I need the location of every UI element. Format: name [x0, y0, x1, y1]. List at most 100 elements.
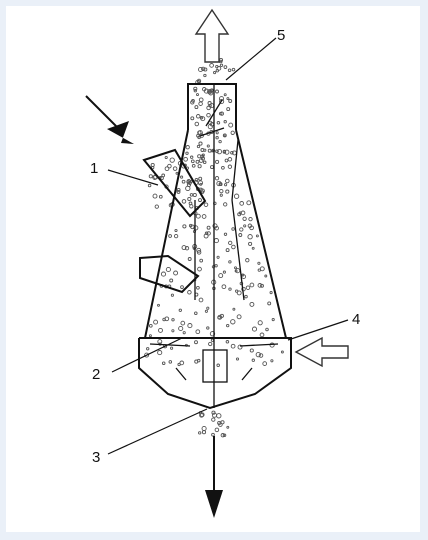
particle	[260, 283, 264, 288]
particle	[193, 86, 198, 91]
particle	[197, 154, 202, 159]
particle	[200, 154, 205, 159]
particle	[180, 175, 184, 179]
particle	[231, 67, 236, 72]
particle	[164, 316, 170, 322]
particle	[206, 326, 210, 330]
particle	[245, 258, 250, 263]
particle	[206, 225, 211, 230]
particle	[223, 202, 228, 207]
particle	[170, 346, 174, 350]
arrow-down-filled-icon	[205, 436, 223, 518]
particle	[207, 101, 212, 106]
particle	[203, 202, 209, 207]
particle	[174, 228, 178, 233]
particle	[216, 363, 220, 368]
particle	[233, 193, 240, 199]
particle	[210, 338, 215, 342]
particle	[257, 268, 261, 272]
particle	[216, 180, 222, 187]
particle	[178, 325, 184, 332]
particle	[144, 352, 150, 358]
particle	[188, 223, 193, 228]
particle	[196, 250, 202, 255]
particle	[211, 417, 216, 422]
particle	[228, 99, 233, 103]
particle	[255, 234, 259, 238]
particle	[249, 301, 255, 307]
particle	[176, 189, 181, 194]
particle	[180, 320, 186, 326]
apparatus-outline	[138, 83, 292, 410]
particle	[170, 293, 174, 297]
particle	[235, 268, 241, 274]
particle	[225, 178, 230, 184]
particle	[221, 284, 227, 290]
particle	[197, 180, 204, 186]
particle	[194, 311, 198, 315]
particle	[158, 327, 163, 333]
particle	[199, 412, 204, 418]
particle	[165, 266, 171, 273]
particle	[198, 133, 204, 139]
center-housing	[202, 349, 228, 383]
internal-structure	[149, 84, 280, 408]
particle	[230, 343, 236, 349]
particle	[228, 287, 232, 291]
particle	[184, 246, 190, 251]
particle	[257, 283, 263, 288]
particle	[185, 151, 189, 155]
particle	[230, 319, 236, 325]
particle	[189, 193, 194, 197]
particle	[237, 344, 243, 350]
particle	[187, 180, 192, 185]
particle	[219, 98, 225, 105]
particle	[219, 63, 224, 67]
particle	[190, 116, 195, 121]
particle	[190, 155, 194, 159]
callout-2: 2	[92, 366, 100, 383]
particle	[247, 223, 253, 229]
particle	[230, 150, 234, 155]
particle	[247, 234, 253, 240]
particle	[195, 329, 201, 335]
particle	[182, 224, 187, 229]
particle	[200, 190, 205, 194]
particle	[251, 246, 255, 250]
particle	[187, 323, 193, 329]
particle	[257, 261, 261, 265]
particle	[198, 141, 203, 146]
particle	[214, 264, 218, 268]
particle	[198, 176, 203, 181]
particle	[209, 331, 216, 337]
particle	[168, 360, 173, 364]
particle	[198, 101, 203, 106]
particle	[190, 100, 195, 105]
particle	[196, 78, 202, 84]
particle	[196, 144, 201, 149]
particle	[194, 359, 199, 364]
particle	[222, 270, 226, 274]
side-plate	[139, 254, 200, 294]
particle	[264, 274, 268, 278]
particle	[181, 179, 186, 184]
particle	[216, 255, 220, 259]
particle	[185, 145, 190, 150]
particle	[224, 183, 228, 187]
particle	[173, 270, 179, 276]
particle	[195, 159, 200, 164]
particle	[269, 291, 273, 295]
particle	[201, 214, 207, 219]
particle	[251, 358, 255, 362]
particle	[221, 165, 225, 170]
particle	[213, 238, 219, 244]
bottom-hopper	[138, 337, 292, 410]
particle	[195, 114, 201, 119]
leader-2	[111, 337, 183, 373]
particle	[218, 139, 222, 144]
particle	[214, 176, 220, 181]
particle	[179, 360, 185, 366]
particle	[197, 130, 203, 136]
particle	[226, 425, 230, 429]
leader-5	[225, 37, 277, 81]
